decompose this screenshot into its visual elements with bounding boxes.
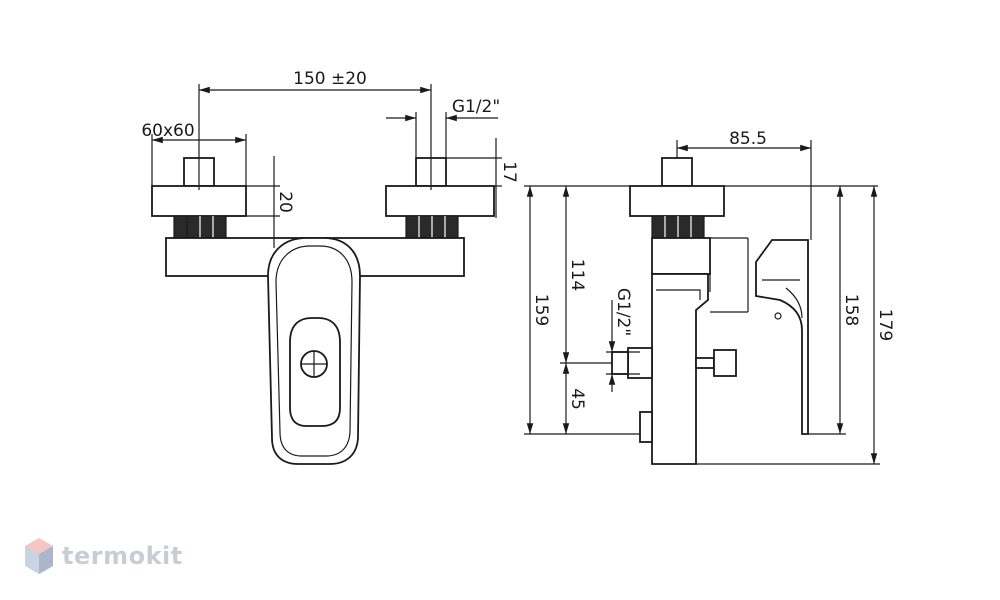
side-view: [611, 157, 809, 465]
dim-height-179: 179: [875, 309, 895, 341]
side-body: [651, 273, 709, 465]
left-inlet: [151, 157, 247, 239]
termokit-logo-icon: [25, 538, 53, 574]
dim-flange-height: 20: [275, 191, 295, 213]
dim-height-45: 45: [567, 388, 587, 410]
side-dimensions: 85.5 159 114 45 G1/2" 158 179: [524, 129, 895, 465]
dim-thread-length: 17: [499, 161, 519, 183]
front-dimensions: 150 ±20 60x60 G1/2" 20 17: [141, 69, 519, 248]
dim-flange-size: 60x60: [141, 121, 194, 141]
dim-thread-top: G1/2": [452, 97, 500, 117]
dim-height-158: 158: [841, 294, 861, 326]
right-inlet: [385, 157, 495, 239]
dim-thread-side: G1/2": [613, 288, 633, 336]
front-view: [151, 157, 495, 465]
side-lever: [755, 239, 809, 435]
dim-center-distance: 150 ±20: [293, 69, 367, 89]
dim-height-114: 114: [567, 259, 587, 291]
dim-overall-depth: 85.5: [729, 129, 767, 149]
brand-watermark: termokit: [24, 536, 183, 576]
dim-height-159: 159: [531, 294, 551, 326]
brand-name: termokit: [62, 542, 183, 570]
